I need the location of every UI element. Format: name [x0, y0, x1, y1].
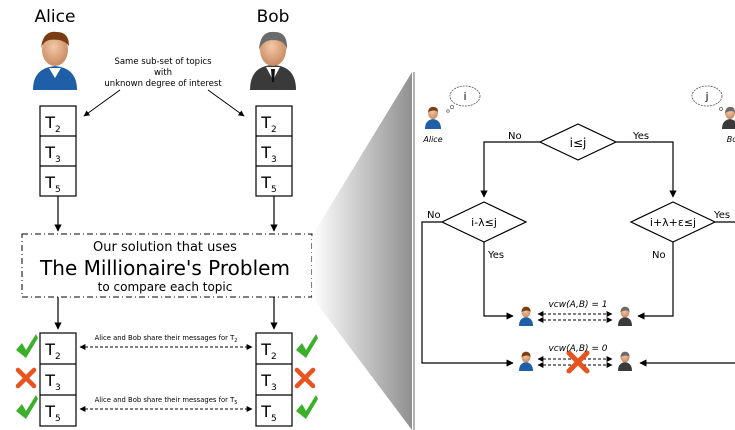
alice-topic-stack-bottom: T2 T3 T5: [39, 332, 77, 427]
share-message-t2: Alice and Bob share their messages for T…: [95, 334, 238, 344]
cross-icon: [294, 367, 316, 389]
bob-topic-t2: T2: [260, 113, 277, 135]
bob-topic-t3: T3: [260, 143, 277, 165]
result-nomatch-label: vcw(A,B) = 0: [548, 344, 607, 354]
bob-thought-bubble: j: [691, 85, 723, 111]
decision-left-label: i-λ≤j: [471, 216, 497, 229]
alice-name: Alice: [35, 7, 76, 27]
solution-box: [21, 233, 313, 298]
bob-result-t2: T2: [260, 340, 277, 362]
alice-topic-t2: T2: [44, 113, 61, 135]
note-arrow-right: [207, 89, 245, 117]
outcome-match: [519, 306, 632, 326]
solution-line-3: to compare each topic: [98, 280, 233, 294]
bob-name: Bob: [257, 7, 290, 27]
alice-topic-t3: T3: [44, 143, 61, 165]
label-yes-top: Yes: [632, 131, 649, 142]
alice-result-t5: T5: [44, 402, 61, 424]
solution-line-2: The Millionaire's Problem: [39, 256, 290, 280]
alice-label: Alice: [422, 135, 442, 144]
edge-left-yes: [483, 242, 514, 320]
edge-right-no: [637, 242, 674, 320]
note-line-3: unknown degree of interest: [104, 79, 222, 89]
label-no-left: No: [427, 210, 441, 221]
label-yes-right: Yes: [713, 210, 730, 221]
alice-thought-bubble: i: [446, 85, 481, 113]
label-no-top: No: [508, 131, 522, 142]
bob-small-avatar: [722, 106, 735, 129]
bob-topic-stack-bottom: T2 T3 T5: [255, 332, 293, 427]
alice-avatar: [33, 31, 77, 90]
decision-top-label: i≤j: [570, 136, 587, 150]
cross-icon: [15, 367, 37, 389]
check-icon: [16, 395, 38, 419]
check-icon: [296, 334, 318, 358]
note-line-1: Same sub-set of topics: [114, 57, 212, 67]
share-message-t5: Alice and Bob share their messages for T…: [95, 396, 238, 406]
bob-result-t3: T3: [260, 371, 277, 393]
alice-result-t2: T2: [44, 340, 61, 362]
bob-label: Bo: [727, 135, 735, 144]
edge-top-no: [480, 141, 540, 198]
bob-avatar: [250, 31, 296, 90]
alice-result-t3: T3: [44, 371, 61, 393]
svg-text:i: i: [463, 90, 466, 103]
edge-left-no: [421, 221, 514, 367]
check-icon: [296, 395, 318, 419]
bob-topic-t5: T5: [260, 173, 277, 195]
zoom-fan: [312, 72, 412, 430]
note-arrow-left: [83, 89, 121, 117]
check-icon: [16, 334, 38, 358]
label-no-right: No: [652, 250, 666, 261]
edge-top-yes: [616, 141, 677, 198]
alice-topic-stack-top: T2 T3 T5: [39, 105, 77, 197]
note-line-2: with: [154, 68, 172, 78]
bob-result-t5: T5: [260, 402, 277, 424]
result-match-label: vcw(A,B) = 1: [548, 300, 607, 310]
cross-icon: [566, 350, 590, 374]
alice-small-avatar: [425, 106, 441, 129]
decision-right-label: i+λ+ε≤j: [650, 216, 696, 229]
bob-topic-stack-top: T2 T3 T5: [255, 105, 293, 197]
solution-line-1: Our solution that uses: [93, 240, 237, 255]
decision-top: [538, 123, 618, 161]
svg-text:j: j: [704, 90, 708, 103]
alice-topic-t5: T5: [44, 173, 61, 195]
label-yes-left: Yes: [487, 250, 504, 261]
